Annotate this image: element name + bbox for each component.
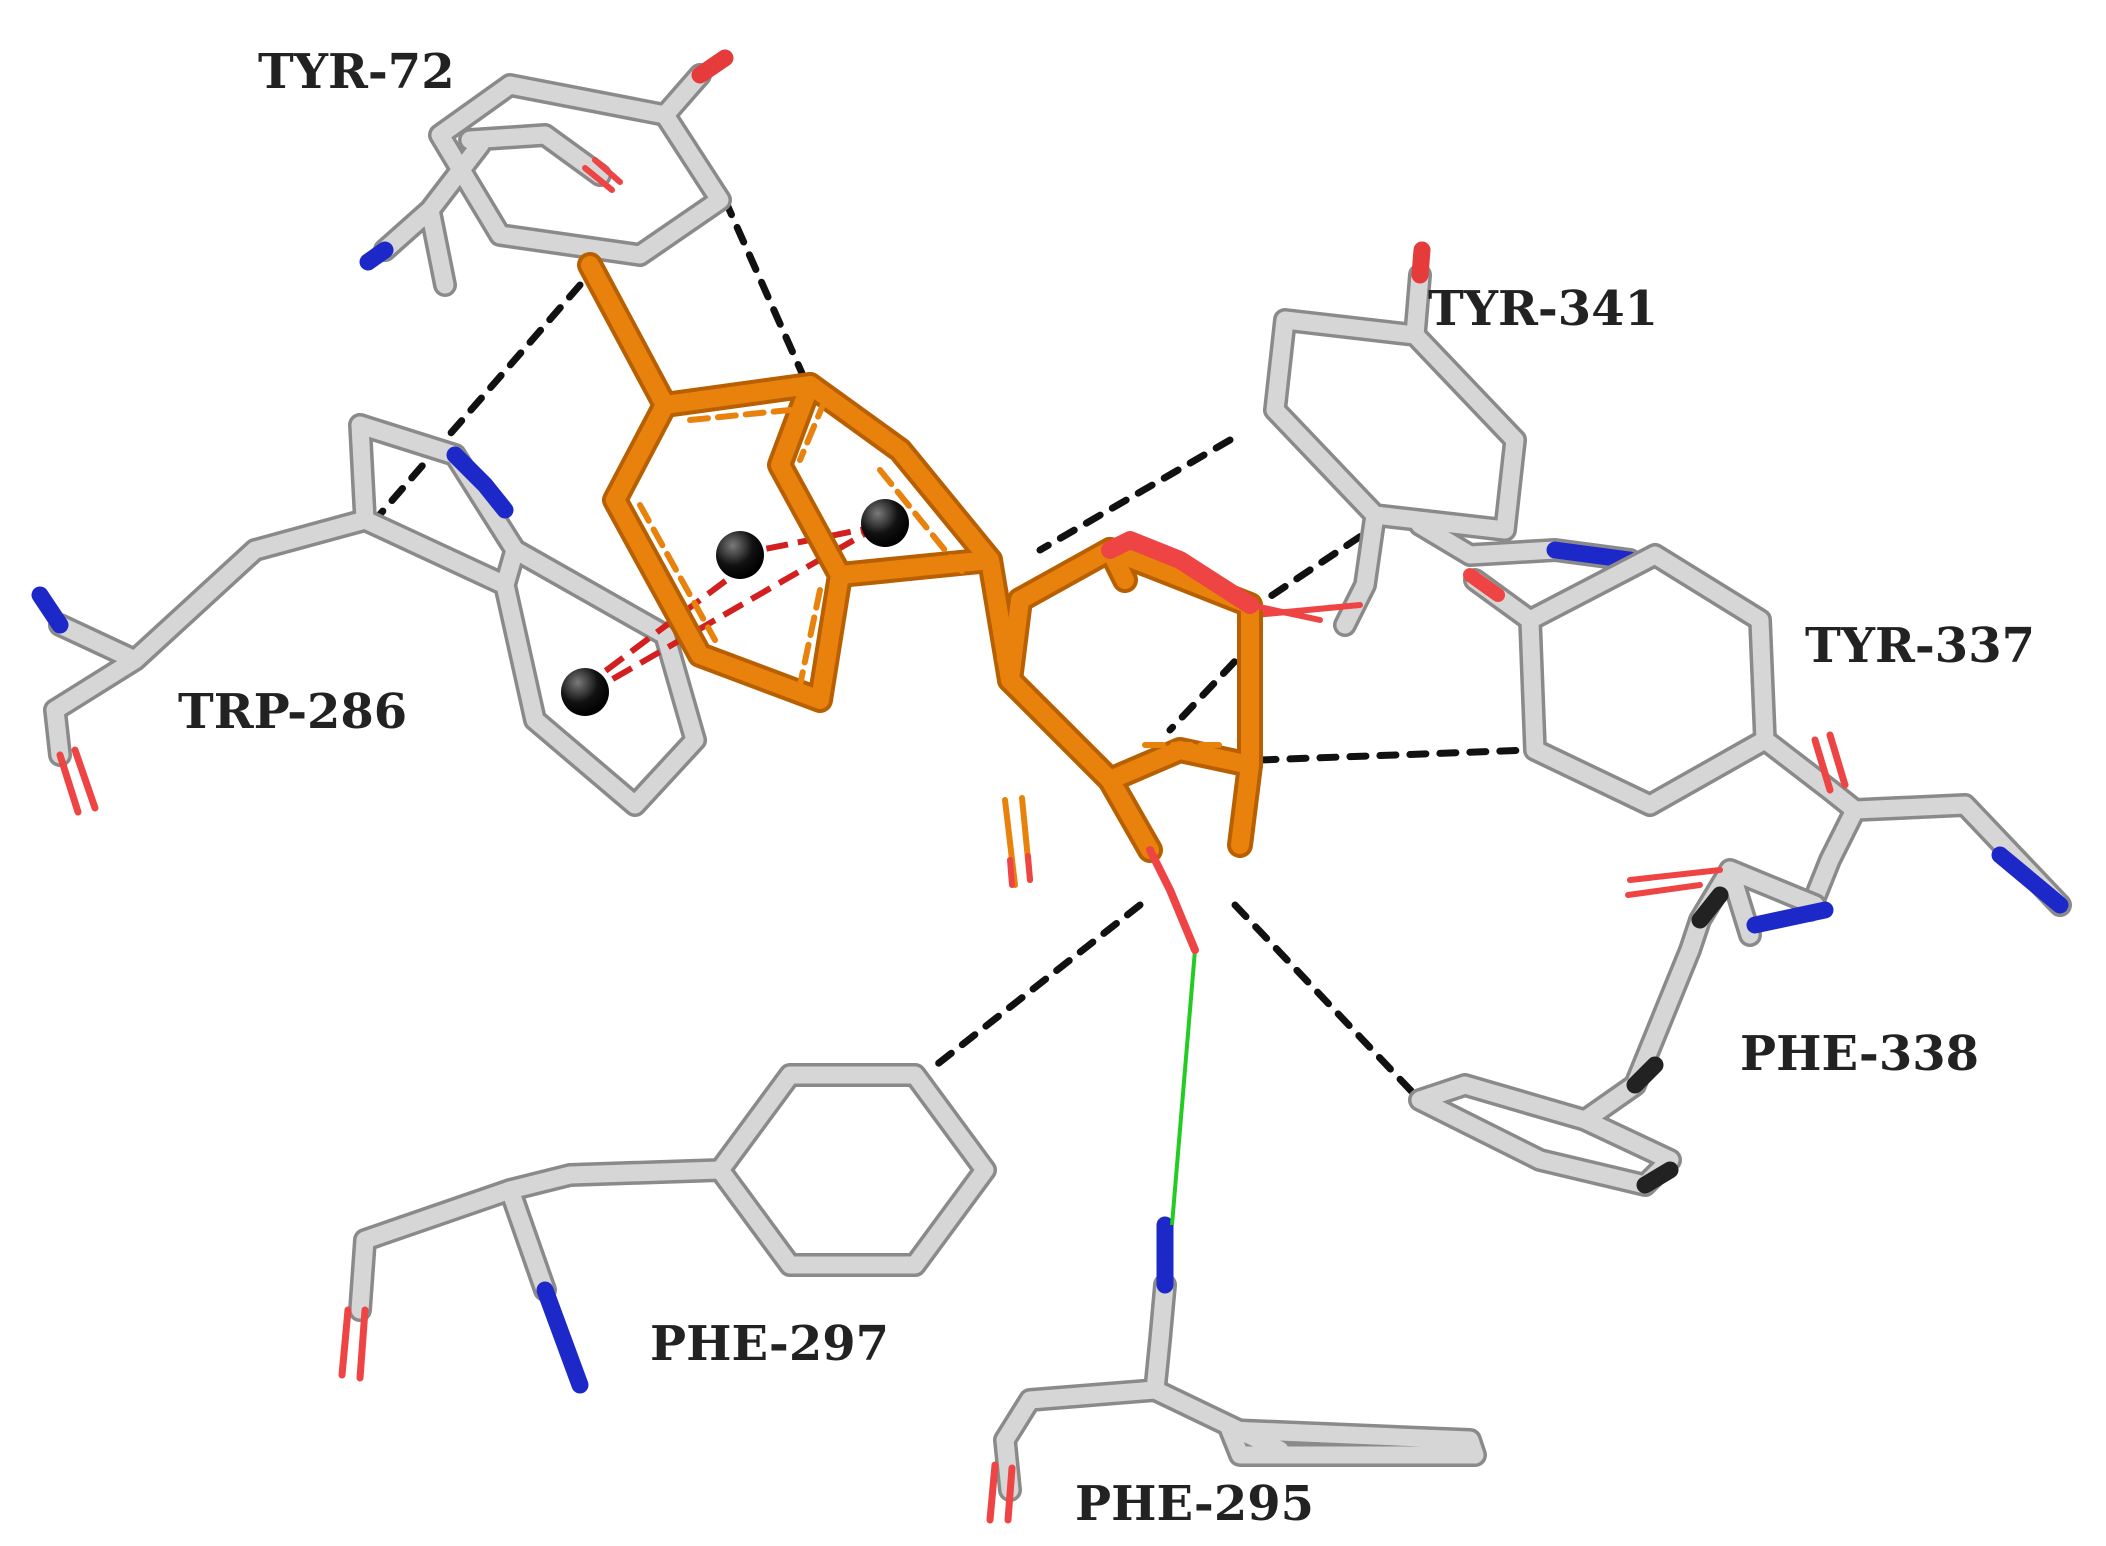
contact-tyr72-a [721,196,809,384]
centroid-3 [561,668,609,716]
contact-phe338 [1231,901,1419,1099]
contact-tyr341-a [1036,436,1234,554]
residue-phe297-sticks [338,1063,997,1394]
contact-tyr72-b [371,281,584,524]
label-tyr337: TYR-337 [1805,618,2035,674]
ligand-molecule [577,252,1323,954]
contact-tyr337 [1256,746,1534,764]
label-tyr72: TYR-72 [258,44,455,100]
centroid-2 [861,499,909,547]
residue-phe338-sticks [1408,858,1834,1197]
label-tyr341: TYR-341 [1428,281,1658,337]
ring-centroids [561,499,909,716]
label-phe338: PHE-338 [1740,1026,1979,1082]
residue-tyr72-sticks [359,49,734,297]
residue-tyr337-sticks [1463,543,2072,922]
hydrophobic-contacts [371,196,1534,1099]
contact-phe-ring [1166,636,1259,734]
hydrogen-bond [1170,949,1197,1226]
label-trp286: TRP-286 [178,684,407,740]
centroid-1 [716,531,764,579]
contact-phe297 [926,901,1144,1074]
residue-tyr341-sticks [1252,241,1642,637]
label-phe297: PHE-297 [650,1316,889,1372]
residue-labels: TYR-72 TYR-341 TRP-286 TYR-337 PHE-338 P… [178,44,2035,1532]
label-phe295: PHE-295 [1075,1476,1314,1532]
residue-trp286-sticks [31,413,707,817]
residue-phe295-sticks [986,1216,1487,1524]
contact-tyr341-b [1261,516,1389,604]
